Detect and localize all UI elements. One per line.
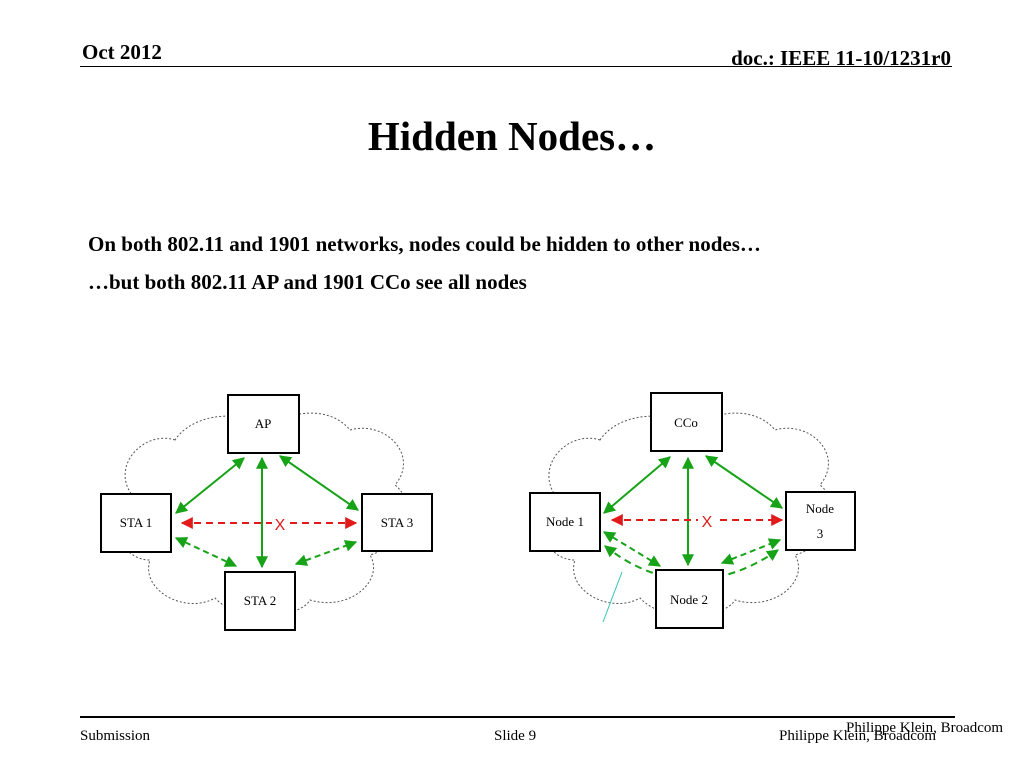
sta1-box: STA 1 — [100, 493, 172, 553]
footer-submission: Submission — [80, 728, 151, 744]
sta2-box: STA 2 — [224, 571, 296, 631]
stray-line — [602, 571, 623, 623]
x-mark-bg — [698, 511, 716, 529]
cloud-1901 — [541, 412, 833, 617]
node3-box: Node 3 — [785, 491, 856, 551]
link-ap-sta3 — [279, 455, 359, 511]
cco-label: CCo — [674, 415, 698, 430]
node1-box: Node 1 — [529, 492, 601, 552]
sta1-label: STA 1 — [120, 515, 153, 530]
footer-author: Philippe Klein, Broadcom — [779, 728, 937, 744]
header-divider — [80, 66, 952, 67]
link-sta1-sta2 — [174, 537, 238, 567]
cco-box: CCo — [650, 392, 723, 452]
diagram-80211: X AP STA 1 STA 3 STA 2 — [100, 394, 433, 631]
blocked-x-80211: X — [275, 517, 286, 534]
node1-label: Node 1 — [546, 514, 584, 529]
bullet-text-1: On both 802.11 and 1901 networks, nodes … — [88, 232, 761, 256]
link-node2-node3 — [720, 538, 782, 565]
header-date: Oct 2012 — [82, 40, 162, 64]
link-ap-sta1 — [175, 457, 245, 514]
cloud-80211 — [117, 412, 408, 617]
diagram-1901: X CCo Node 1 Node 3 Node 2 — [529, 392, 856, 629]
link-node1-node3-via-node2 — [604, 545, 779, 581]
blocked-x-1901: X — [702, 514, 713, 531]
x-mark-bg — [272, 514, 288, 532]
link-sta2-sta3 — [294, 540, 358, 566]
node2-box: Node 2 — [655, 569, 724, 629]
ap-box: AP — [227, 394, 300, 454]
footer-divider — [80, 716, 955, 718]
bullet-text-2: …but both 802.11 AP and 1901 CCo see all… — [88, 270, 527, 294]
node2-label: Node 2 — [670, 592, 708, 607]
sta3-box: STA 3 — [361, 493, 433, 552]
slide-title: Hidden Nodes… — [367, 113, 657, 159]
sta2-label: STA 2 — [244, 593, 277, 608]
ap-label: AP — [255, 416, 272, 431]
footer-slide-number: Slide 9 — [494, 728, 537, 744]
node3-label-line2: 3 — [817, 526, 824, 541]
link-cco-node3 — [705, 455, 783, 509]
node3-label-line1: Node — [806, 501, 834, 516]
link-node1-node2 — [602, 531, 662, 567]
footer-author-overlay: Philippe Klein, Broadcom — [846, 720, 1004, 736]
link-cco-node1 — [603, 456, 671, 514]
sta3-label: STA 3 — [381, 515, 414, 530]
